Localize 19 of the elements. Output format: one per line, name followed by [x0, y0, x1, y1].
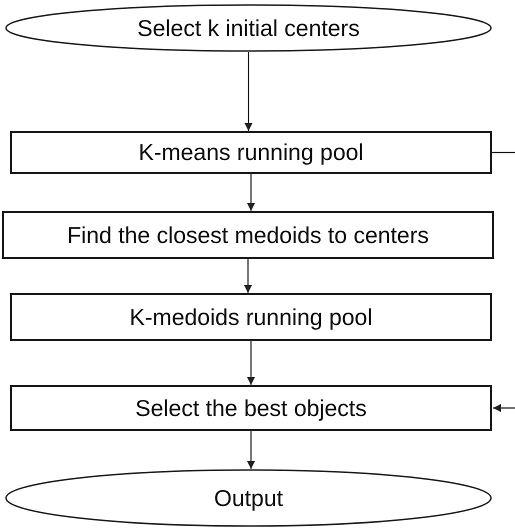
arrow	[247, 431, 255, 469]
node-label: K-medoids running pool	[130, 304, 372, 330]
process-box	[2, 211, 494, 259]
terminal-ellipse	[5, 469, 492, 527]
process-box	[10, 385, 492, 431]
arrow	[244, 52, 252, 131]
node-label: Output	[214, 484, 284, 512]
process-box	[10, 293, 492, 341]
arrow	[244, 259, 252, 293]
node-label: Find the closest medoids to centers	[67, 222, 429, 248]
terminal-ellipse	[5, 4, 492, 52]
connector-line	[492, 152, 515, 154]
arrow	[493, 404, 515, 412]
node-label: K-means running pool	[138, 139, 364, 166]
node-label: Select k initial centers	[137, 14, 360, 42]
node-label: Select the best objects	[135, 394, 367, 422]
arrow	[247, 341, 255, 385]
process-box	[10, 131, 492, 174]
arrow	[247, 174, 255, 211]
